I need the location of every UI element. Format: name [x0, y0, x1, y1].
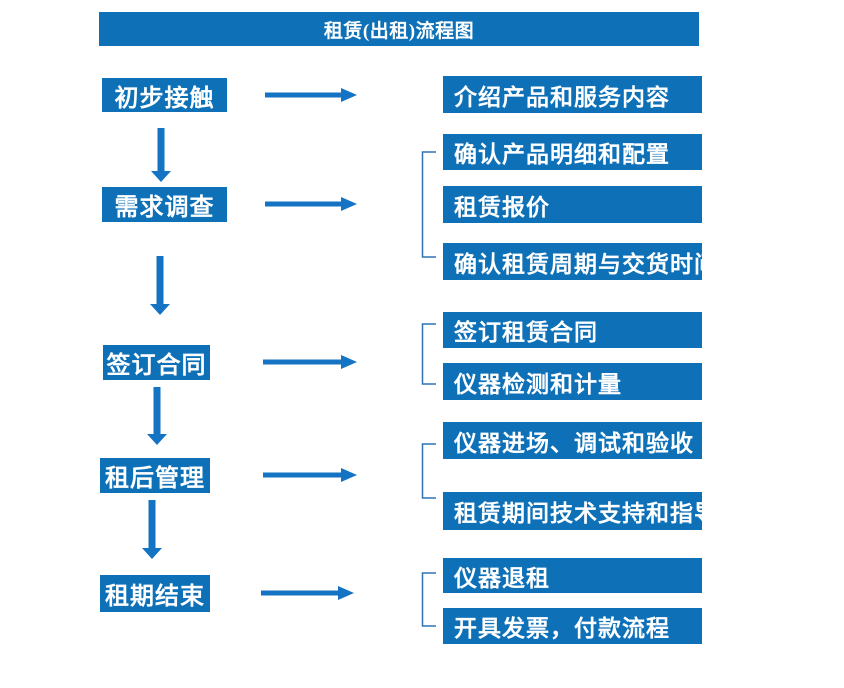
detail-box-confirm-rental-period-delivery: 确认租赁周期与交货时间: [443, 243, 717, 280]
step-box-sign-contract: 签订合同: [103, 345, 210, 380]
step-box-post-rental-management: 租后管理: [100, 458, 210, 493]
down-arrow-step1-step2-icon: [151, 128, 171, 182]
bracket-rental-end-group-icon: [421, 572, 436, 627]
right-arrow-demand-survey-icon: [265, 197, 357, 211]
detail-box-instrument-return: 仪器退租: [443, 558, 702, 593]
detail-box-invoice-payment-process: 开具发票，付款流程: [443, 608, 702, 644]
step-box-rental-end: 租期结束: [100, 575, 210, 612]
detail-box-confirm-product-details: 确认产品明细和配置: [443, 134, 702, 170]
detail-box-technical-support-guidance: 租赁期间技术支持和指导: [443, 492, 717, 530]
bracket-post-rental-group-icon: [421, 443, 436, 499]
step-box-demand-survey: 需求调查: [102, 187, 227, 222]
down-arrow-step4-step5-icon: [142, 500, 162, 559]
right-arrow-post-rental-icon: [263, 468, 357, 482]
right-arrow-sign-contract-icon: [263, 355, 357, 369]
detail-box-sign-rental-contract: 签订租赁合同: [443, 312, 702, 348]
right-arrow-initial-contact-icon: [265, 88, 357, 102]
flowchart-title: 租赁(出租)流程图: [99, 12, 699, 46]
detail-box-introduce-products-services: 介绍产品和服务内容: [443, 76, 702, 113]
right-arrow-rental-end-icon: [261, 586, 354, 600]
bracket-sign-contract-group-icon: [421, 323, 436, 385]
down-arrow-step2-step3-icon: [150, 256, 170, 315]
detail-box-instrument-entry-acceptance: 仪器进场、调试和验收: [443, 422, 702, 459]
bracket-demand-survey-group-icon: [421, 151, 436, 258]
detail-box-rental-quotation: 租赁报价: [443, 186, 702, 223]
step-box-initial-contact: 初步接触: [102, 78, 227, 112]
detail-box-instrument-testing-measurement: 仪器检测和计量: [443, 363, 702, 400]
down-arrow-step3-step4-icon: [147, 387, 167, 445]
